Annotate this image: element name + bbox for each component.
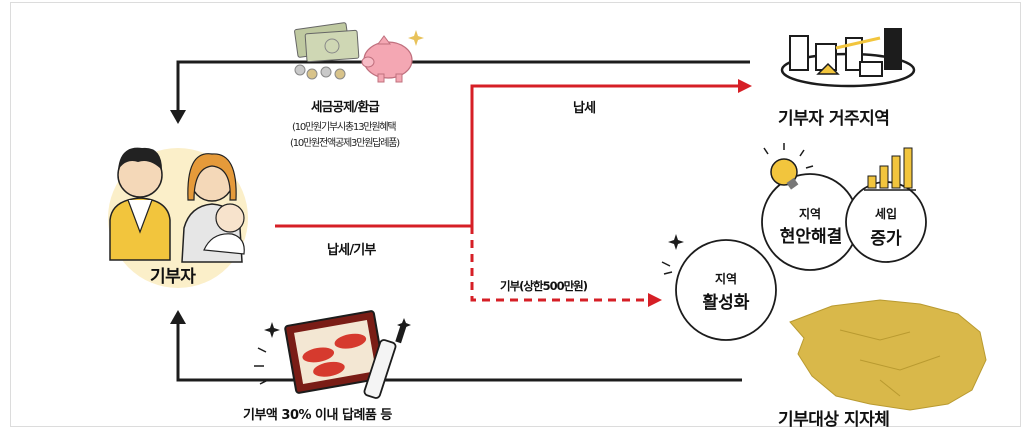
solve-big-label: 현안해결: [779, 227, 843, 247]
target-label: 기부대상 지자체: [778, 410, 890, 430]
sparkle-icon: [661, 234, 684, 275]
tax-increase-big-label: 증가: [870, 229, 902, 249]
korea-map-icon: [789, 299, 987, 411]
solve-small-label: 지역: [798, 207, 822, 221]
tax-benefit-line2: (10만원전액공제3만원답례품): [290, 138, 400, 149]
gift-label: 기부액 30% 이내 답례품 등: [243, 408, 392, 423]
donor-label: 기부자: [150, 267, 196, 287]
donation-flow-line: [470, 226, 650, 302]
city-buildings-icon: [780, 28, 916, 88]
tax-flow-line: [275, 84, 740, 228]
tax-benefit-title: 세금공제/환급: [311, 99, 380, 114]
tax-arrow-label: 납세: [573, 101, 596, 116]
gift-flow-line: [176, 322, 742, 382]
tax-benefit-line1: (10만원기부시총13만원혜택: [292, 122, 397, 133]
donation-arrow-head: [648, 293, 662, 307]
money-piggy-icon: [294, 22, 424, 83]
refund-flow-line: [176, 60, 750, 112]
diagram-frame: [10, 2, 1021, 427]
bar-chart-icon: [864, 147, 916, 191]
revitalize-big-label: 활성화: [702, 293, 750, 313]
gift-arrow-head: [170, 310, 186, 324]
effect-circles: [675, 173, 927, 341]
tax-arrow-head: [738, 79, 752, 93]
residence-label: 기부자 거주지역: [778, 109, 890, 129]
tax-increase-small-label: 세입: [874, 207, 898, 221]
revitalize-small-label: 지역: [714, 272, 738, 286]
gift-box-icon: [254, 310, 411, 399]
tax-donate-label: 납세/기부: [327, 243, 376, 258]
light-bulb-icon: [763, 143, 814, 190]
refund-arrow-head: [170, 110, 186, 124]
donor-family-icon: [108, 147, 248, 288]
donation-limit-label: 기부(상한500만원): [500, 279, 588, 293]
